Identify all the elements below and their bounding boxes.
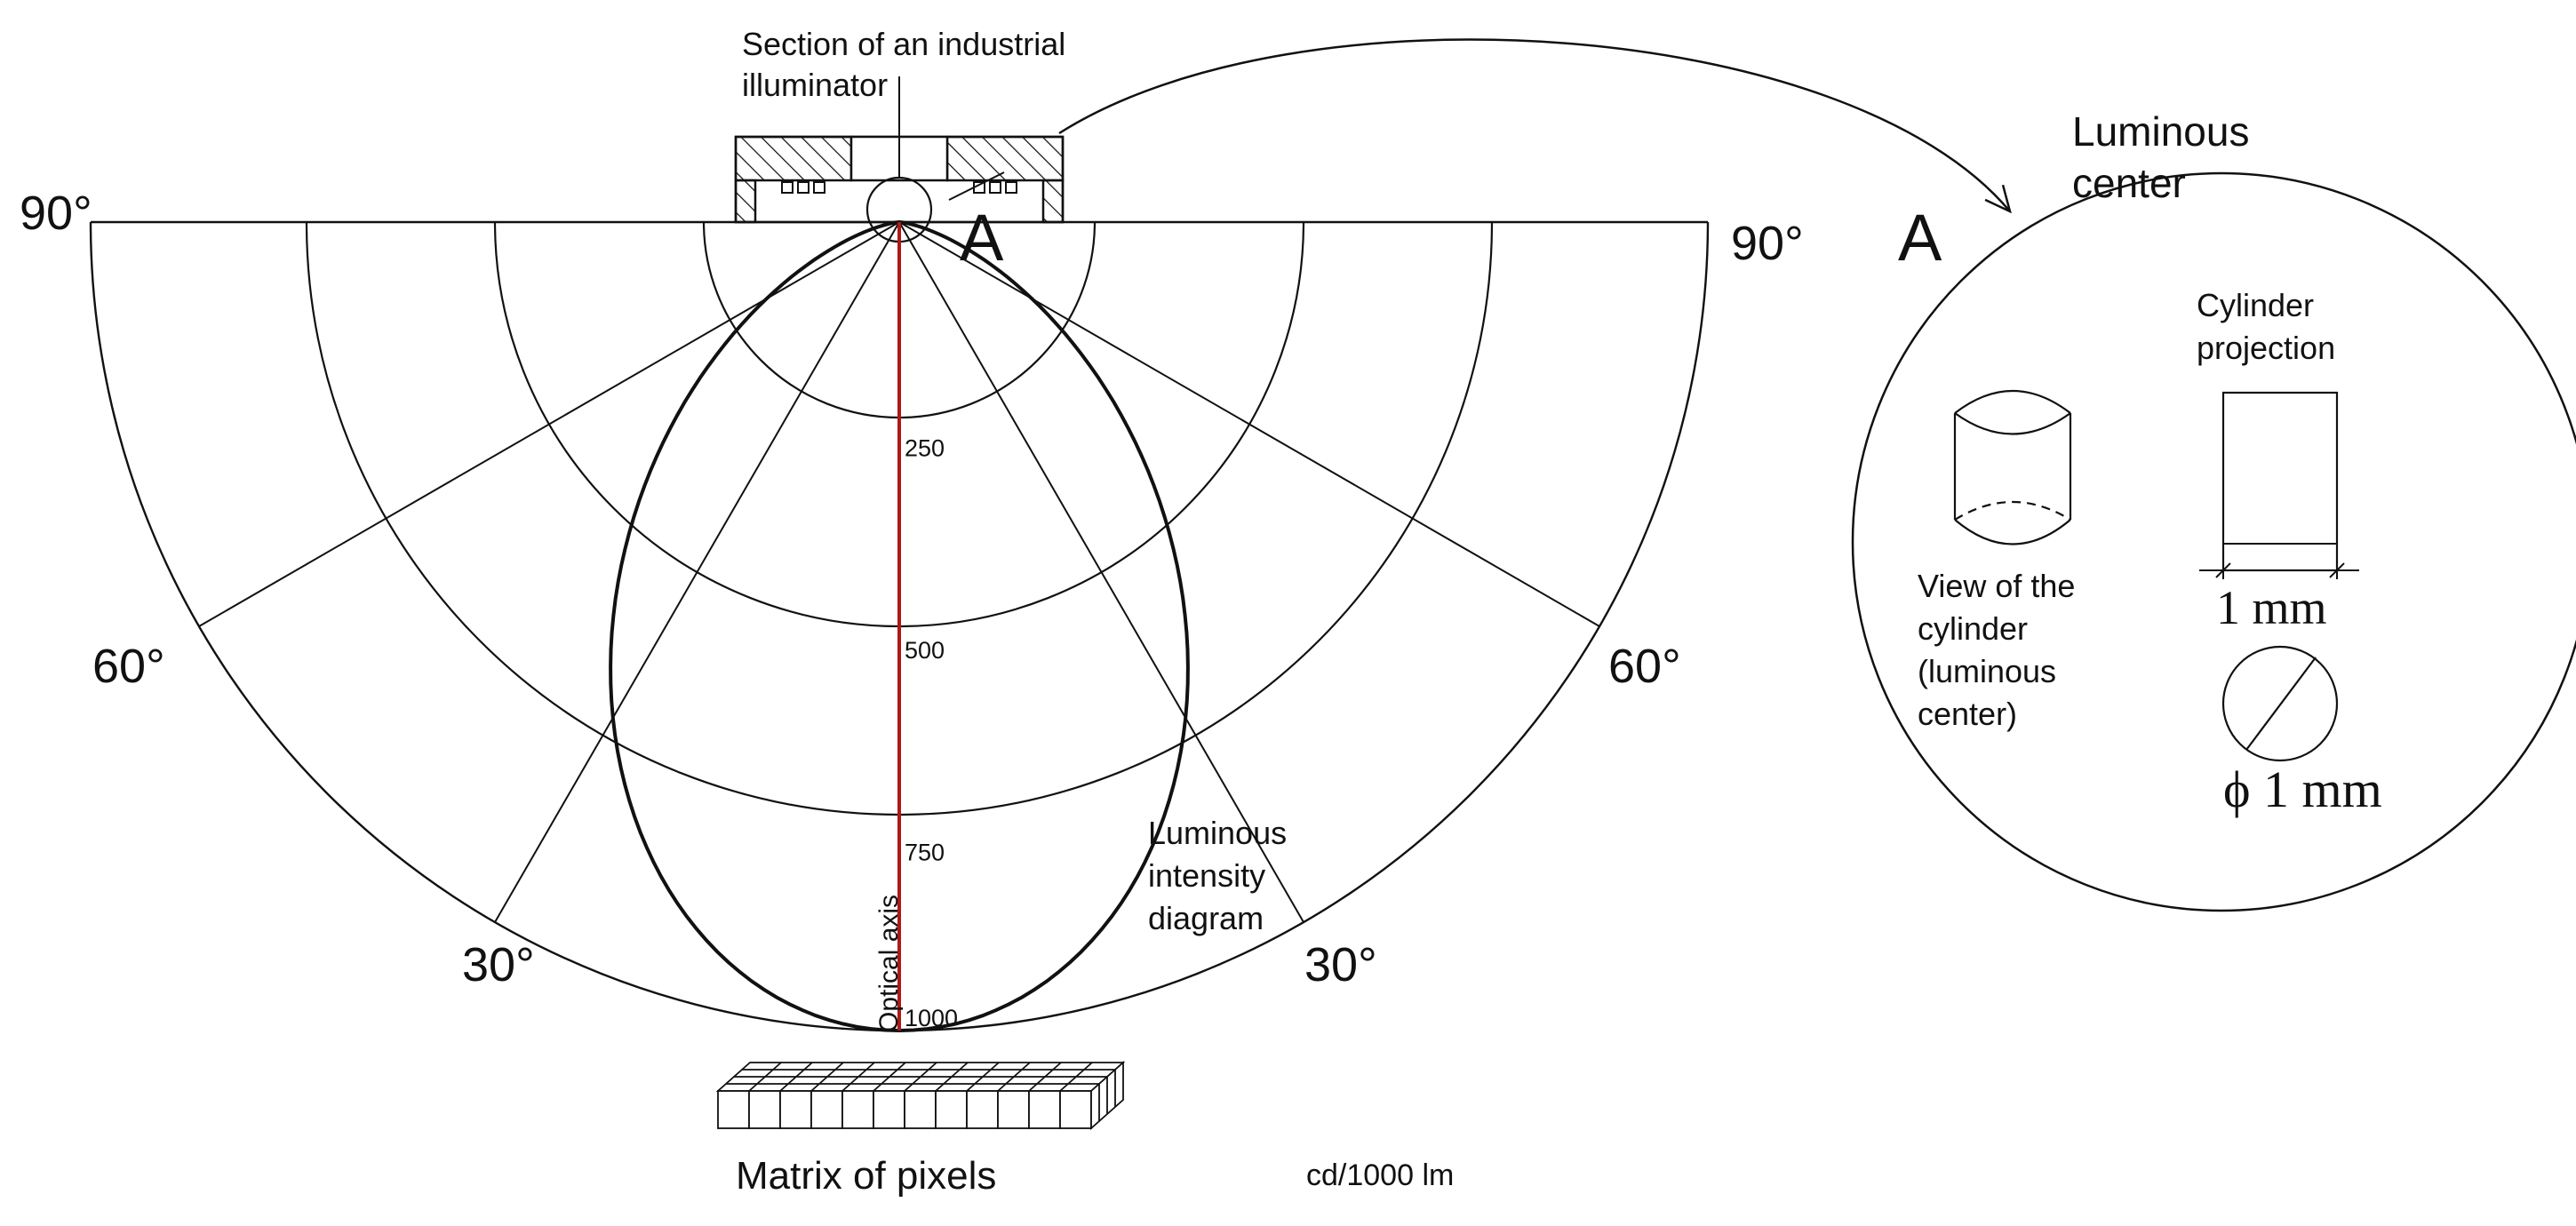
pixel-cell	[779, 1090, 812, 1129]
cylinder-view-line-3: (luminous	[1918, 653, 2056, 689]
pixel-matrix-col-line	[1028, 1062, 1062, 1092]
pixel-cell	[748, 1090, 781, 1129]
intensity-label-line-2: intensity	[1148, 857, 1265, 894]
radial-line-60-left	[198, 221, 900, 627]
housing-wall-left	[734, 179, 757, 224]
housing-hatch-left	[734, 135, 853, 182]
pixel-cell	[1028, 1090, 1061, 1129]
cylinder-top-arc	[1954, 390, 2071, 414]
width-dimension	[2199, 543, 2359, 579]
pixel-matrix-col-line	[935, 1062, 969, 1092]
led-cells-left	[781, 181, 825, 194]
angle-label-60-left: 60°	[92, 640, 165, 693]
pixel-cell	[1059, 1090, 1092, 1129]
matrix-label: Matrix of pixels	[736, 1154, 996, 1198]
cylinder-bottom-back	[1954, 501, 2071, 521]
radial-line-30-right	[898, 221, 1304, 923]
radial-line-60-right	[898, 221, 1600, 627]
pixel-cell	[810, 1090, 843, 1129]
optical-axis-label: Optical axis	[874, 895, 904, 1032]
pixel-cell	[841, 1090, 874, 1129]
pixel-cell	[935, 1090, 968, 1129]
illuminator-label-line-2: illuminator	[742, 67, 888, 103]
diameter-circle	[2221, 645, 2339, 762]
diameter-label: ϕ 1 mm	[2223, 760, 2382, 818]
cylinder-view-line-4: center)	[1918, 696, 2017, 732]
pixel-cell	[873, 1090, 905, 1129]
luminous-center-label: Luminous center	[2072, 108, 2249, 206]
detail-circle	[1851, 171, 2576, 912]
scale-label-500: 500	[905, 637, 945, 664]
intensity-label-line-1: Luminous	[1148, 815, 1287, 851]
housing-wall-right	[1041, 179, 1065, 224]
cylinder-view-line-1: View of the	[1918, 568, 2075, 604]
luminous-center-line-1: Luminous	[2072, 108, 2249, 155]
radial-scale-labels: 250 500 750 1000	[905, 435, 958, 1032]
angle-label-30-left: 30°	[462, 938, 535, 991]
scale-label-750: 750	[905, 840, 945, 866]
angle-label-30-right: 30°	[1304, 938, 1377, 991]
pixel-cell	[904, 1090, 937, 1129]
illuminator-label-line-1: Section of an industrial	[742, 26, 1065, 62]
angle-label-60-right: 60°	[1608, 640, 1681, 693]
units-label: cd/1000 lm	[1306, 1158, 1454, 1192]
pixel-matrix-col-line	[997, 1062, 1031, 1092]
angle-label-90-left: 90°	[20, 187, 92, 240]
pixel-matrix	[715, 1060, 1126, 1131]
luminous-center-line-2: center	[2072, 160, 2186, 206]
width-dimension-label: 1 mm	[2216, 581, 2327, 634]
detail-leader-line	[948, 171, 1005, 201]
pixel-matrix-col-line	[1059, 1062, 1093, 1092]
intensity-diagram-label: Luminous intensity diagram	[1148, 815, 1287, 936]
radial-line-30-left	[494, 221, 900, 923]
angle-label-90-right: 90°	[1731, 217, 1804, 270]
scale-label-250: 250	[905, 435, 945, 462]
pixel-cell	[966, 1090, 999, 1129]
intensity-label-line-3: diagram	[1148, 900, 1264, 936]
detail-view: A Luminous center View of the cylinder (…	[1851, 108, 2576, 912]
illuminator-label: Section of an industrial illuminator	[742, 26, 1065, 103]
detail-a-label: A	[1898, 201, 1942, 275]
pixel-matrix-col-line	[779, 1062, 813, 1092]
illuminator-section	[734, 76, 1065, 243]
pixel-matrix-col-line	[748, 1062, 782, 1092]
angle-labels: 90° 90° 60° 60° 30° 30° 0°	[20, 187, 1804, 1111]
cylinder-top-front	[1954, 412, 2071, 435]
pixel-matrix-col-line	[873, 1062, 906, 1092]
detail-arrow	[1058, 38, 2012, 214]
cylinder-view-label: View of the cylinder (luminous center)	[1918, 568, 2075, 732]
pixel-matrix-col-line	[966, 1062, 1000, 1092]
pixel-cell	[717, 1090, 750, 1129]
cylinder-projection-line-2: projection	[2197, 330, 2335, 366]
cylinder-view-line-2: cylinder	[1918, 610, 2028, 647]
diameter-line	[2245, 657, 2317, 751]
pixel-cell	[997, 1090, 1030, 1129]
pixel-matrix-col-line	[841, 1062, 875, 1092]
cylinder-drawing	[1953, 390, 2072, 545]
point-a-label: A	[960, 201, 1004, 275]
pixel-matrix-col-line	[810, 1062, 844, 1092]
cylinder-bottom-front	[1954, 519, 2071, 545]
cylinder-projection-line-1: Cylinder	[2197, 287, 2314, 323]
scale-label-1000: 1000	[905, 1005, 958, 1031]
pixel-matrix-col-line	[904, 1062, 937, 1092]
cylinder-projection-label: Cylinder projection	[2197, 287, 2335, 366]
housing-hatch-right	[945, 135, 1065, 182]
